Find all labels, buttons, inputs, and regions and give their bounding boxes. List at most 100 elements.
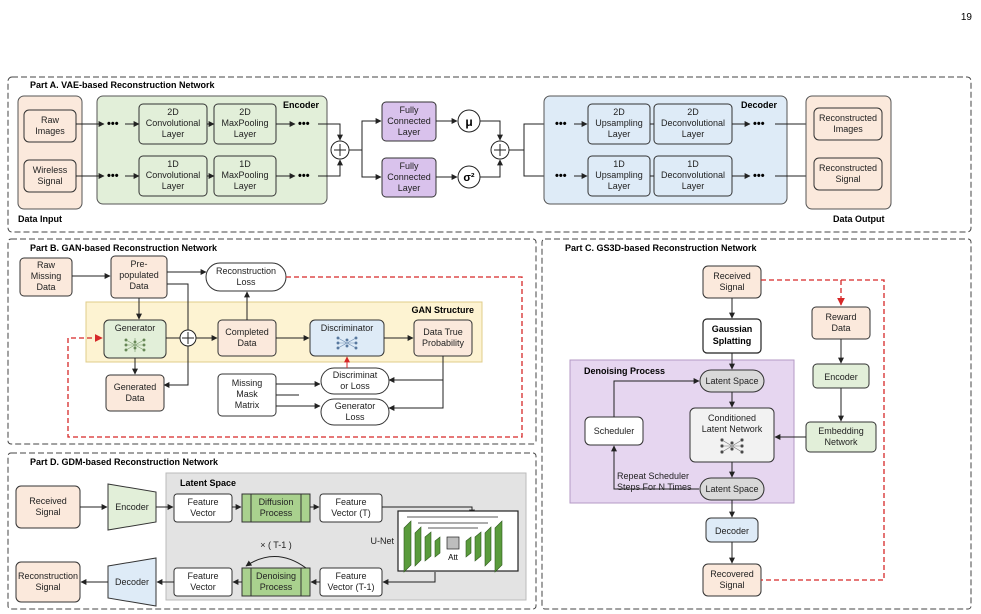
- wire: [388, 356, 444, 411]
- repeat-loop-arrow: [245, 556, 307, 569]
- fvt1-line1: Feature: [335, 571, 366, 581]
- ellipsis-icon: •••: [555, 170, 567, 182]
- repeat-label: × ( T-1 ): [260, 540, 292, 550]
- latent-space-label: Latent Space: [180, 478, 236, 488]
- recon-loss-line1: Reconstruction: [216, 266, 276, 276]
- generated-line2: Data: [125, 393, 144, 403]
- up2d-line1: 2D: [613, 107, 625, 117]
- raw-images-line1: Raw: [41, 115, 60, 125]
- conv1d-line1: 1D: [167, 159, 179, 169]
- denoising-process-label: Denoising Process: [584, 366, 665, 376]
- att-label: Att: [448, 553, 459, 562]
- mask-line3: Matrix: [235, 400, 260, 410]
- fv2-line2: Vector: [190, 582, 216, 592]
- conditioned-line1: Conditioned: [708, 413, 756, 423]
- generated-data-node: [105, 374, 165, 412]
- conv1d-line2: Convolutional: [146, 170, 201, 180]
- raw-missing-line1: Raw: [37, 260, 56, 270]
- recon-loss-line2: Loss: [236, 277, 256, 287]
- prepop-line2: populated: [119, 270, 159, 280]
- generator-loss-node: [320, 398, 390, 426]
- disc-loss-line1: Discriminat: [333, 370, 378, 380]
- prepop-line1: Pre-: [130, 259, 147, 269]
- d-received-line1: Received: [29, 496, 67, 506]
- d-encoder-label: Encoder: [115, 502, 149, 512]
- reconstructed-signal-node: [813, 157, 883, 191]
- data-input-label: Data Input: [18, 214, 62, 224]
- conv2d-line3: Layer: [162, 129, 185, 139]
- neural-net-icon: [720, 438, 744, 454]
- part-c-title: Part C. GS3D-based Reconstruction Networ…: [565, 243, 758, 253]
- wire: [509, 121, 554, 151]
- pool2d-line1: 2D: [239, 107, 251, 117]
- discriminator-loss-node: [320, 367, 390, 395]
- c-encoder-label: Encoder: [824, 372, 858, 382]
- part-b: Part B. GAN-based Reconstruction Network…: [7, 238, 537, 445]
- up2d-line3: Layer: [608, 129, 631, 139]
- latent-space-bottom-label: Latent Space: [705, 484, 758, 494]
- up2d-line2: Upsampling: [595, 118, 643, 128]
- repeat-line2: Steps For N Times: [617, 482, 692, 492]
- part-a-title: Part A. VAE-based Reconstruction Network: [30, 80, 216, 90]
- true-prob-line2: Probability: [422, 338, 465, 348]
- fv2-line1: Feature: [187, 571, 218, 581]
- fc2-line3: Layer: [398, 183, 421, 193]
- generator-label: Generator: [115, 323, 156, 333]
- neural-net-icon: [336, 336, 358, 350]
- diffusion-line2: Process: [260, 508, 293, 518]
- d-recon-line1: Reconstruction: [18, 571, 78, 581]
- deconv2d-line2: Deconvolutional: [661, 118, 725, 128]
- deconv1d-line2: Deconvolutional: [661, 170, 725, 180]
- feedback-path: [761, 279, 885, 581]
- feature-vector-node: [173, 493, 233, 523]
- fc1-line2: Connected: [387, 116, 431, 126]
- unet-icon: [397, 510, 519, 573]
- raw-missing-line3: Data: [36, 282, 55, 292]
- completed-line1: Completed: [225, 327, 269, 337]
- rec-signal-line2: Signal: [835, 174, 860, 184]
- wireless-signal-line2: Signal: [37, 176, 62, 186]
- ellipsis-icon: •••: [298, 170, 310, 182]
- part-b-title: Part B. GAN-based Reconstruction Network: [30, 243, 218, 253]
- denoising-line2: Process: [260, 582, 293, 592]
- sigma-symbol: σ²: [463, 172, 475, 184]
- fvt-line1: Feature: [335, 497, 366, 507]
- part-a-frame: [7, 76, 972, 233]
- recovered-line1: Recovered: [710, 569, 754, 579]
- part-c-frame: [541, 238, 972, 610]
- raw-images-line2: Images: [35, 126, 65, 136]
- part-d-title: Part D. GDM-based Reconstruction Network: [30, 457, 219, 467]
- rec-images-line2: Images: [833, 124, 863, 134]
- pool2d-line3: Layer: [234, 129, 257, 139]
- diffusion-line1: Diffusion: [259, 497, 294, 507]
- rec-signal-line1: Reconstructed: [819, 163, 877, 173]
- part-c: Part C. GS3D-based Reconstruction Networ…: [541, 238, 972, 610]
- rec-images-line1: Reconstructed: [819, 113, 877, 123]
- neural-net-icon: [124, 338, 146, 352]
- up1d-line2: Upsampling: [595, 170, 643, 180]
- part-a: Part A. VAE-based Reconstruction Network…: [7, 76, 972, 233]
- reconstructed-images-node: [813, 107, 883, 141]
- gaussian-line1: Gaussian: [712, 324, 753, 334]
- wire: [611, 445, 699, 490]
- reconstruction-signal-node: [15, 561, 81, 603]
- fc2-line1: Fully: [399, 161, 419, 171]
- repeat-line1: Repeat Scheduler: [617, 471, 689, 481]
- ellipsis-icon: •••: [298, 118, 310, 130]
- completed-line2: Data: [237, 338, 256, 348]
- decoder-title: Decoder: [741, 100, 778, 110]
- ellipsis-icon: •••: [753, 170, 765, 182]
- part-b-frame: [7, 238, 537, 445]
- wireless-signal-line1: Wireless: [33, 165, 68, 175]
- pool1d-line3: Layer: [234, 181, 257, 191]
- ellipsis-icon: •••: [107, 118, 119, 130]
- wire: [318, 123, 343, 141]
- mask-line1: Missing: [232, 378, 263, 388]
- unet-label: U-Net: [370, 536, 394, 546]
- up1d-line1: 1D: [613, 159, 625, 169]
- gan-structure-label: GAN Structure: [411, 305, 474, 315]
- d-encoder-trapezoid: [107, 483, 157, 531]
- wire: [480, 159, 503, 178]
- true-prob-line1: Data True: [423, 327, 463, 337]
